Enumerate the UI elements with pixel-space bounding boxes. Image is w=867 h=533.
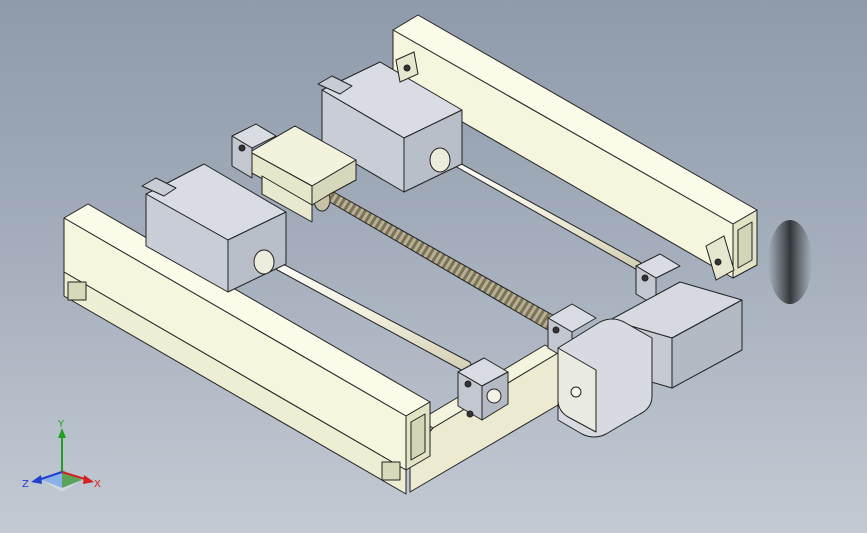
nut-housing[interactable] (249, 125, 357, 223)
x-axis-arrow-icon (83, 475, 94, 484)
screw-icon (714, 258, 722, 266)
front-pillow-block[interactable] (457, 357, 509, 421)
front-rail-foot (63, 271, 407, 495)
triad-base-bottom (42, 480, 82, 492)
nut-housing-base (261, 175, 313, 223)
stepper-motor[interactable] (557, 281, 743, 438)
screw-support-block[interactable] (547, 303, 597, 363)
motor-coupler-hole (570, 386, 582, 398)
rear-pillow-block-left[interactable] (231, 123, 277, 179)
screw-icon (403, 64, 411, 72)
y-axis-label: Y (57, 419, 65, 430)
screw-icon (464, 380, 472, 388)
z-axis-line (37, 471, 63, 481)
nut-housing-side (311, 159, 357, 206)
front-block-rod-hole (253, 249, 275, 275)
screw-icon (641, 274, 649, 282)
front-carriage-block[interactable] (141, 163, 287, 293)
back-rail-end-slot (737, 221, 753, 269)
front-rail[interactable] (63, 203, 431, 495)
screw-icon (238, 144, 246, 152)
front-block-side (227, 211, 287, 293)
z-axis-arrow-icon (31, 475, 42, 484)
screw-icon (466, 410, 474, 418)
front-rail-end-slot (410, 413, 426, 461)
rear-top-bracket[interactable] (395, 51, 419, 83)
rear-pillow-left-front (231, 135, 253, 179)
front-rail-foot-slot-2 (381, 461, 401, 481)
rear-block-bracket (317, 75, 353, 95)
rear-block-rod-hole (429, 147, 451, 173)
rear-pillow-block-right[interactable] (635, 253, 681, 307)
rear-end-bracket[interactable] (705, 235, 735, 281)
front-block-bracket (141, 177, 177, 197)
screw-icon (552, 326, 560, 334)
view-triad[interactable]: Y X Z (22, 418, 106, 494)
front-rail-foot-slot (67, 281, 87, 301)
y-axis-arrow-icon (58, 428, 66, 438)
front-pillow-bore (486, 388, 502, 404)
z-axis-label: Z (22, 479, 29, 490)
back-rail[interactable] (392, 14, 758, 279)
rear-carriage-block[interactable] (317, 61, 463, 193)
x-axis-label: X (94, 479, 101, 490)
rear-end-bracket-plate (705, 235, 735, 281)
drop-shadow (768, 220, 812, 304)
